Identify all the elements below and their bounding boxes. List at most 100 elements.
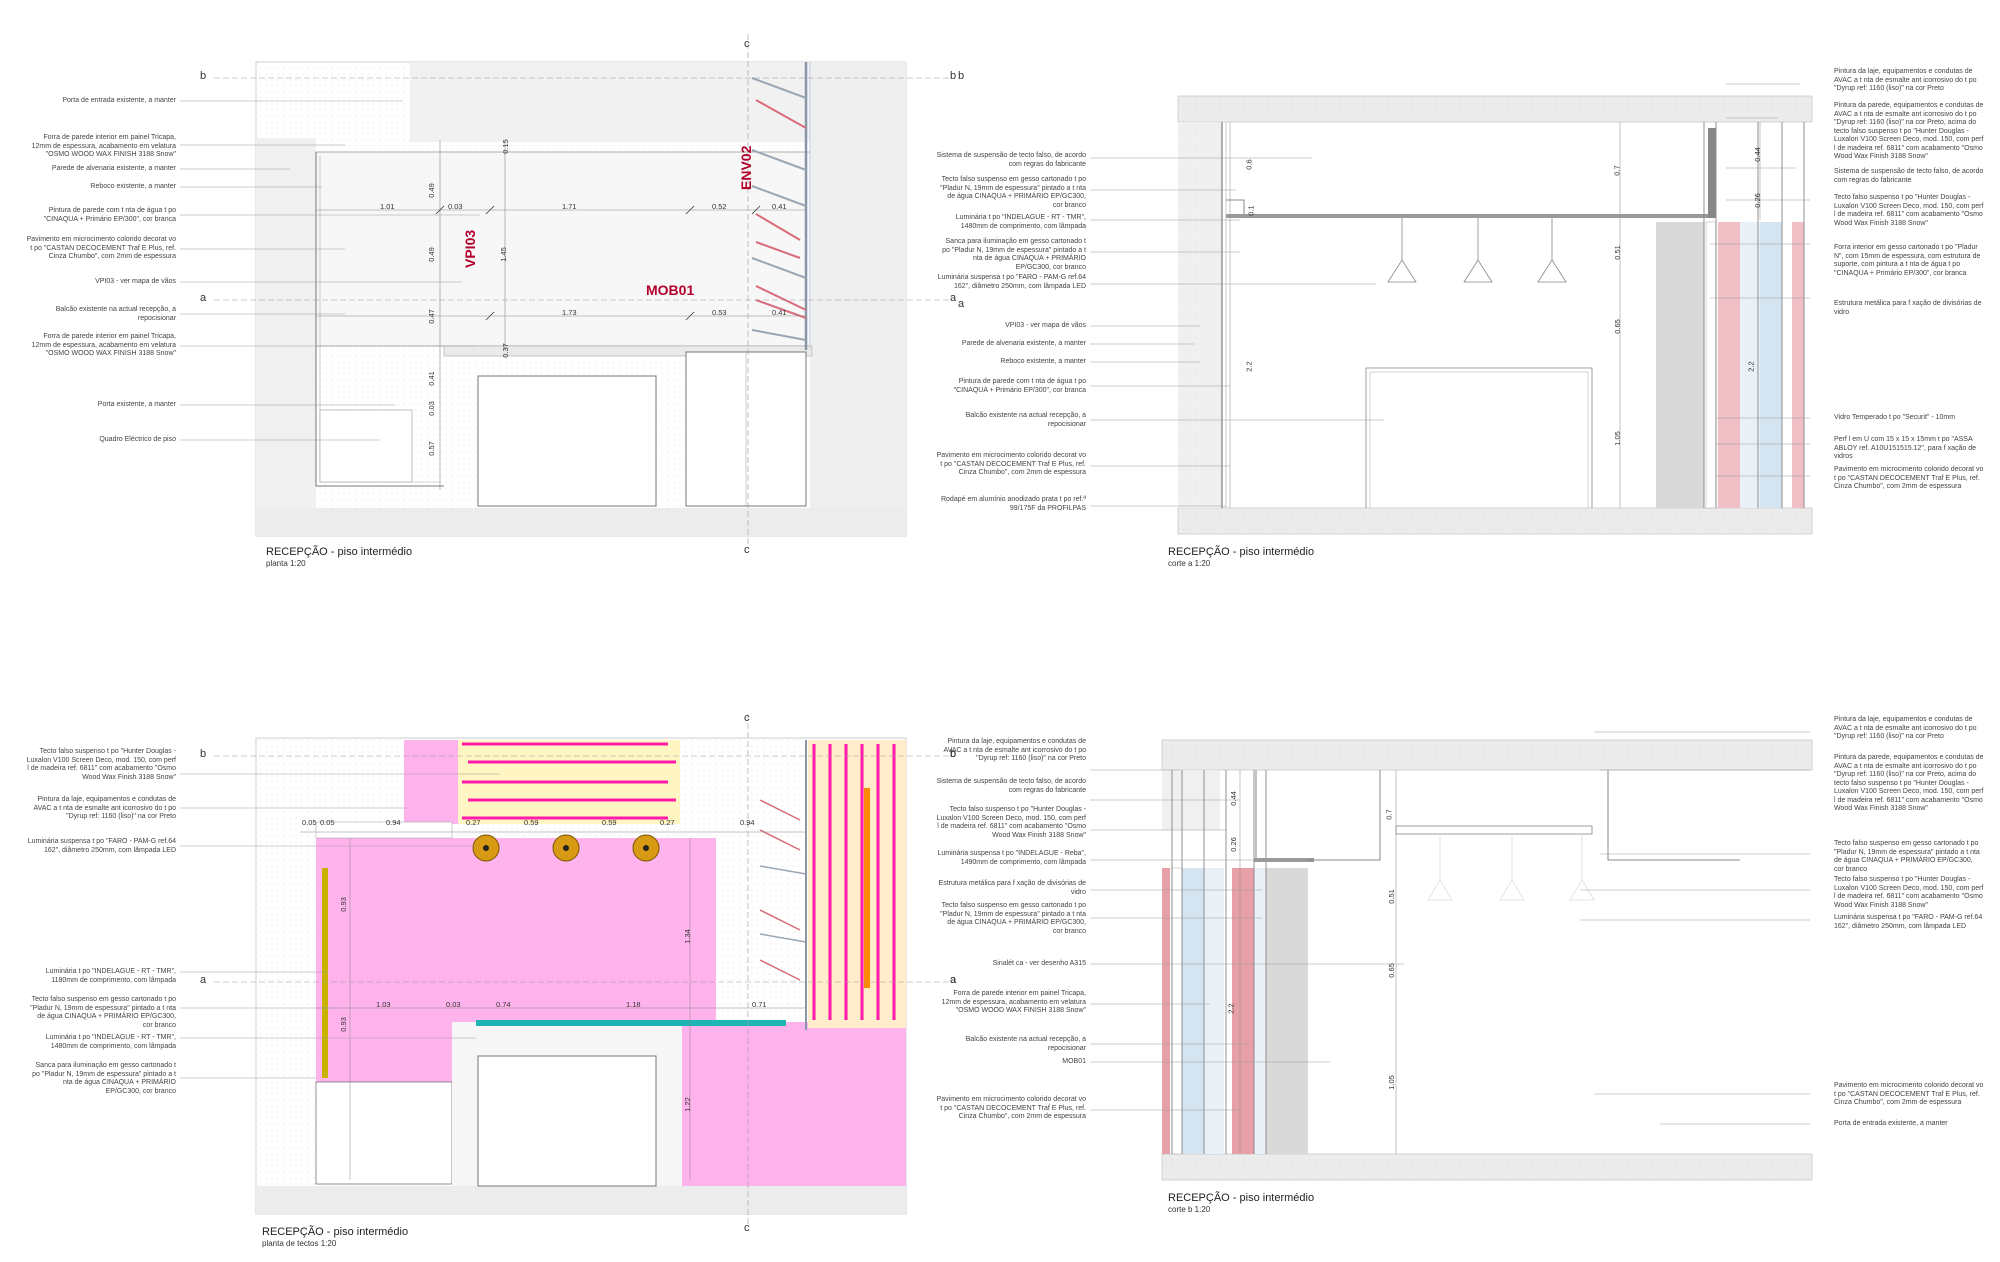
dim: 0.65 (1612, 319, 1622, 334)
dim: 0.71 (752, 1000, 767, 1009)
dim: 0.41 (772, 308, 787, 317)
corte-a-subtitle: corte a 1:20 (1168, 559, 1211, 568)
tectos-subtitle: planta de tectos 1:20 (262, 1239, 337, 1248)
corte-b-note: Pintura da parede, equipamentos e condut… (1834, 754, 1984, 812)
corte-b-note: Balcão existente na actual recepção, a r… (965, 1036, 1086, 1052)
dim: 1.05 (1386, 1075, 1396, 1090)
dim: 1.34 (682, 929, 692, 944)
planta-note: Pintura de parede com t nta de água t po… (43, 207, 176, 223)
dim: 0.03 (426, 401, 436, 416)
corte-a-section-mark-a: a (958, 298, 965, 310)
dim: 1.01 (380, 202, 395, 211)
dim: 0.53 (712, 308, 727, 317)
corte-a-note: Sanca para iluminação em gesso cartonado… (942, 238, 1086, 271)
dim: 0.59 (602, 818, 617, 827)
dim: 0.59 (524, 818, 539, 827)
planta-note: Porta de entrada existente, a manter (62, 97, 176, 104)
corte-b-note: Porta de entrada existente, a manter (1834, 1120, 1948, 1127)
corte-a-note: Sistema de suspensão de tecto falso, de … (936, 152, 1086, 168)
dim: 1.03 (376, 1000, 391, 1009)
dim: 0.44 (1752, 147, 1762, 162)
dim: 0.27 (466, 818, 481, 827)
dim: 0.93 (338, 897, 348, 912)
dim: 0.1 (1246, 205, 1256, 216)
planta-note: Balcão existente na actual recepção, a r… (55, 306, 176, 322)
corte-b-note: Pavimento em microcimento colorido decor… (1834, 1082, 1984, 1106)
corte-b-section-mark-b: b (950, 748, 957, 760)
corte-b-section-drawing (1090, 731, 1813, 1181)
dim: 0.15 (500, 139, 510, 154)
tectos-note: Luminária t po "INDELAGUE - RT - TMR", 1… (45, 1034, 176, 1050)
corte-a-note: Rodapé em alumínio anodizado prata t po … (940, 496, 1086, 512)
planta-title: RECEPÇÃO - piso intermédio (266, 546, 413, 558)
tectos-section-mark-c: c (744, 712, 750, 724)
planta-note: Forra de parede interior em painel Trica… (31, 134, 176, 158)
corte-a-note: Pavimento em microcimento colorido decor… (936, 452, 1086, 476)
ceiling-lamps (472, 834, 660, 862)
corte-b-note: Pavimento em microcimento colorido decor… (936, 1096, 1086, 1120)
planta-note: Parede de alvenaria existente, a manter (51, 165, 176, 172)
dim: 1.73 (562, 308, 577, 317)
dim: 2.2 (1746, 361, 1756, 372)
dim: 0.52 (712, 202, 727, 211)
tectos-note: Luminária t po "INDELAGUE - RT - TMR", 1… (45, 968, 176, 984)
corte-b-note: Pintura da laje, equipamentos e condutas… (943, 738, 1086, 762)
corte-a-section-mark-b: b (958, 70, 965, 82)
corte-a-section-drawing (1090, 83, 1813, 535)
corte-b-note: Tecto falso suspenso em gesso cartonado … (1834, 840, 1980, 873)
corte-b-note: Tecto falso suspenso t po "Hunter Dougla… (1834, 876, 1984, 909)
corte-b-section-mark-a: a (950, 974, 957, 986)
corte-a-note: Tecto falso suspenso em gesso cartonado … (940, 176, 1086, 209)
tectos-note: Tecto falso suspenso em gesso cartonado … (30, 996, 176, 1029)
planta-section-mark-c: c (744, 38, 750, 50)
corte-a-note: Parede de alvenaria existente, a manter (961, 340, 1086, 347)
corte-b-subtitle: corte b 1:20 (1168, 1205, 1211, 1214)
tectos-section-mark-a-right: a (950, 974, 957, 986)
corte-b-note: Tecto falso suspenso em gesso cartonado … (940, 902, 1086, 935)
dim: 0.47 (426, 309, 436, 324)
dim: 0.05 (302, 818, 317, 827)
planta-note: Porta existente, a manter (97, 401, 176, 408)
corte-b-note: Sinalét ca - ver desenho A315 (992, 960, 1086, 967)
corte-a-note: Forra interior em gesso cartonado t po "… (1834, 244, 1981, 277)
dim: 1.22 (682, 1097, 692, 1112)
corte-b-note: Pintura da laje, equipamentos e condutas… (1834, 716, 1977, 740)
planta-section-mark-b-right: b (950, 70, 957, 82)
vpi03-tag: VPI03 (462, 229, 478, 268)
tectos-title: RECEPÇÃO - piso intermédio (262, 1226, 409, 1238)
planta-tectos-ceiling-plan-drawing (180, 714, 950, 1228)
dim: 1.71 (562, 202, 577, 211)
dim: 2.2 (1244, 361, 1254, 372)
dim: 0.51 (1386, 889, 1396, 904)
tectos-section-mark-c-bottom: c (744, 1222, 750, 1234)
corte-a-note: Luminária suspensa t po "FARO - PAM-G re… (937, 274, 1086, 290)
planta-note: VPI03 - ver mapa de vãos (95, 278, 176, 285)
corte-b-note: Luminária suspensa t po "INDELAGUE - Reb… (937, 850, 1086, 866)
tectos-note: Pintura da laje, equipamentos e condutas… (33, 796, 176, 820)
dim: 0.03 (448, 202, 463, 211)
dim: 0.49 (426, 247, 436, 262)
dim: 0.41 (426, 371, 436, 386)
corte-b-note: Estrutura metálica para f xação de divis… (938, 880, 1086, 896)
planta-section-mark-a-right: a (950, 292, 957, 304)
corte-b-note: Tecto falso suspenso t po "Hunter Dougla… (936, 806, 1086, 839)
corte-a-note: Pintura da parede, equipamentos e condut… (1834, 102, 1984, 160)
corte-b-title: RECEPÇÃO - piso intermédio (1168, 1192, 1315, 1204)
tectos-section-mark-b-right: b (950, 748, 957, 760)
dim: 0.93 (338, 1017, 348, 1032)
planta-note: Quadro Eléctrico de piso (99, 436, 176, 443)
corte-a-note: Reboco existente, a manter (1000, 358, 1086, 365)
planta-section-mark-c-bottom: c (744, 544, 750, 556)
tectos-section-mark-b: b (200, 748, 207, 760)
dim: 0.57 (426, 441, 436, 456)
dim: 0.65 (1386, 963, 1396, 978)
dim: 0.03 (446, 1000, 461, 1009)
corte-b-note: Luminária suspensa t po "FARO - PAM-G re… (1834, 914, 1983, 930)
corte-a-note: Perf l em U com 15 x 15 x 15mm t po "ASS… (1834, 436, 1977, 460)
dim: 0.41 (772, 202, 787, 211)
planta-section-mark-a: a (200, 292, 207, 304)
dim: 0.26 (1752, 193, 1762, 208)
corte-a-note: Sistema de suspensão de tecto falso, de … (1834, 168, 1984, 184)
